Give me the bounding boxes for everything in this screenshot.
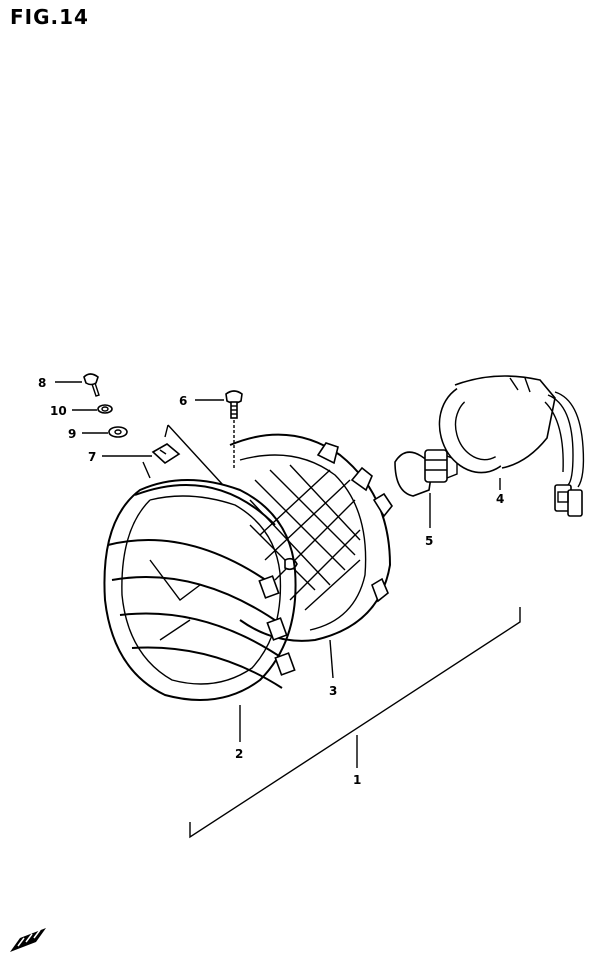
part-3-housing xyxy=(229,433,393,679)
part-5-bulb xyxy=(394,449,458,528)
callout-7: 7 xyxy=(88,450,96,464)
callout-1: 1 xyxy=(353,773,361,787)
part-6-bolt xyxy=(195,390,243,470)
part-7-bracket xyxy=(102,443,181,479)
callout-8: 8 xyxy=(38,376,46,390)
figure-title: FIG.14 xyxy=(10,5,89,29)
part-1-assembly-bracket xyxy=(189,607,521,839)
part-10-nut xyxy=(72,404,113,414)
callout-4: 4 xyxy=(496,492,504,506)
part-4-socket xyxy=(438,375,585,517)
part-8-screw xyxy=(55,373,100,397)
callout-5: 5 xyxy=(425,534,433,548)
part-2-rim-guard xyxy=(103,479,297,742)
callout-9: 9 xyxy=(68,427,76,441)
callout-3: 3 xyxy=(329,684,337,698)
callout-6: 6 xyxy=(179,394,187,408)
callout-10: 10 xyxy=(50,404,67,418)
part-9-washer xyxy=(82,426,128,438)
publisher-logo-icon xyxy=(10,928,46,952)
callout-2: 2 xyxy=(235,747,243,761)
